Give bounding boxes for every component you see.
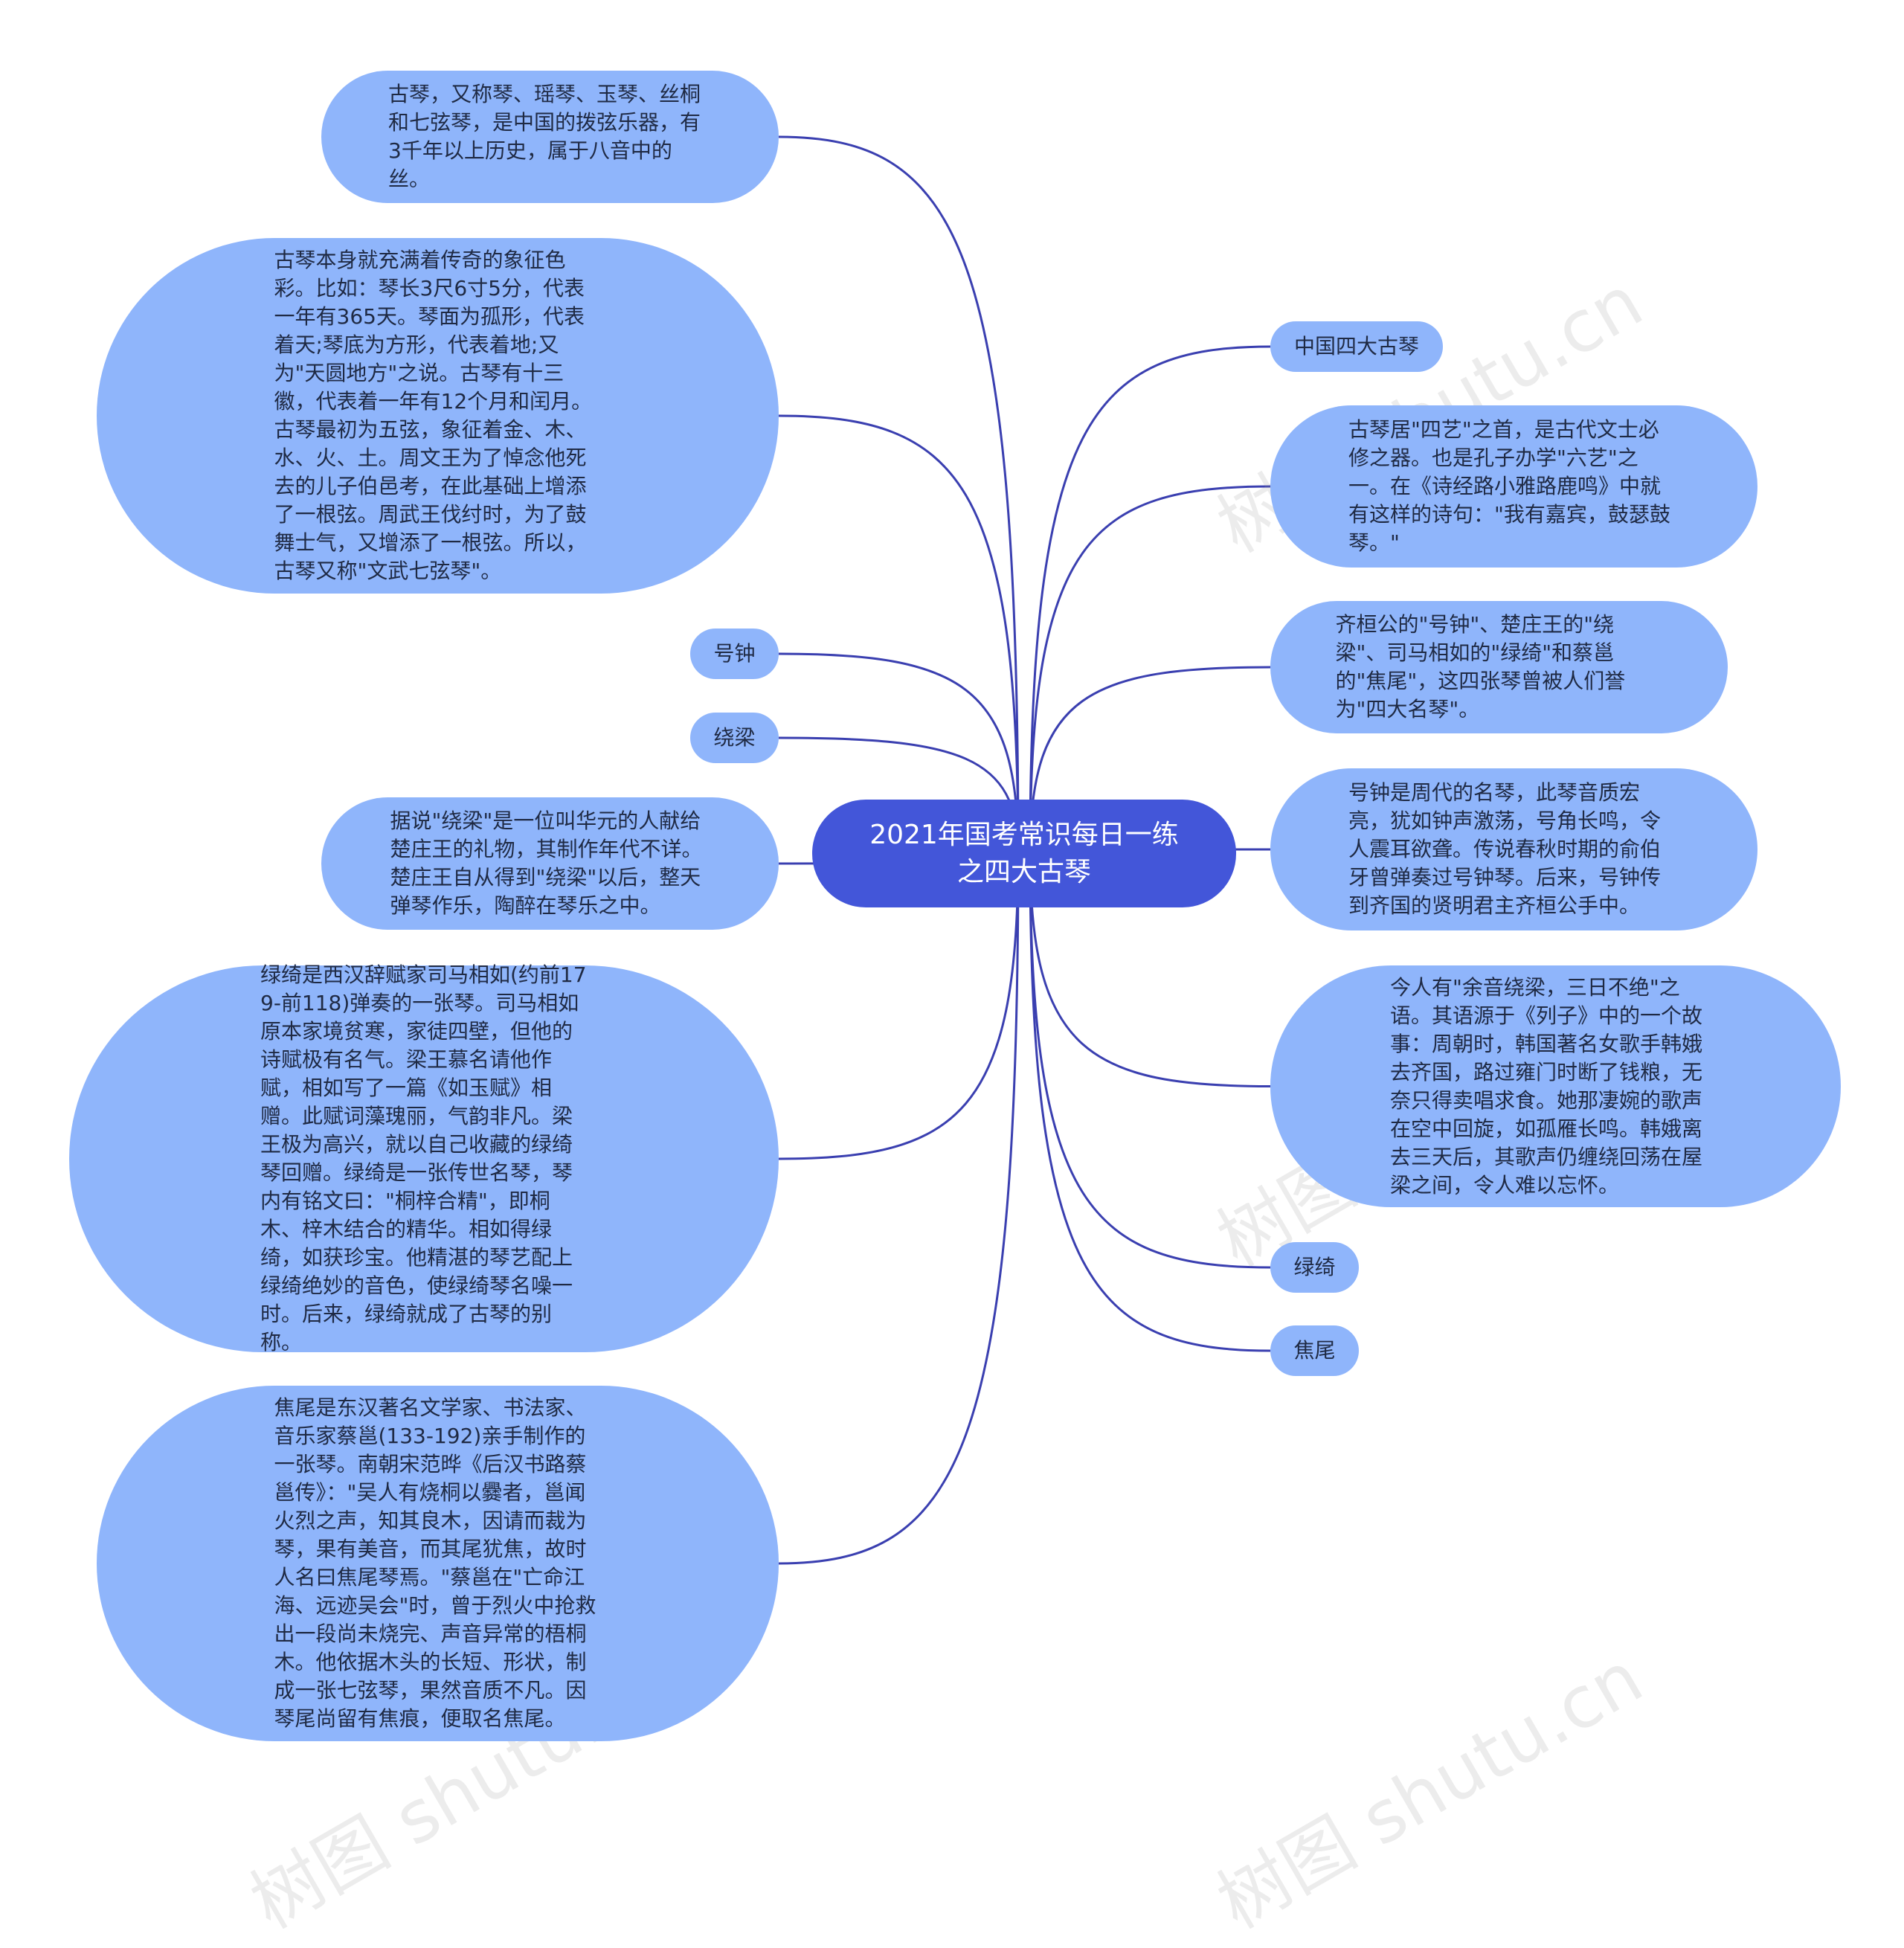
root-topic-label: 2021年国考常识每日一练之四大古琴	[869, 819, 1179, 887]
connector-line	[1029, 666, 1271, 854]
connector-line	[778, 853, 1020, 1565]
connector-line	[778, 414, 1020, 854]
topic-node-lvqi[interactable]: 绿绮	[1270, 1242, 1359, 1293]
topic-text: 焦尾	[1293, 1338, 1336, 1363]
topic-node[interactable]: 号钟是周代的名琴，此琴音质宏亮，犹如钟声激荡，号角长鸣，令人震耳欲聋。传说春秋时…	[1270, 768, 1757, 930]
topic-text: 焦尾是东汉著名文学家、书法家、音乐家蔡邕(133-192)亲手制作的一张琴。南朝…	[274, 1395, 596, 1731]
connector-line	[1029, 853, 1271, 1087]
topic-text: 中国四大古琴	[1293, 334, 1419, 359]
connector-line	[1029, 345, 1271, 854]
topic-node[interactable]: 今人有"余音绕梁，三日不绝"之语。其语源于《列子》中的一个故事：周朝时，韩国著名…	[1270, 965, 1841, 1207]
connector-line	[778, 853, 1020, 1160]
topic-node[interactable]: 焦尾是东汉著名文学家、书法家、音乐家蔡邕(133-192)亲手制作的一张琴。南朝…	[97, 1386, 779, 1741]
topic-node-haozhong[interactable]: 号钟	[690, 629, 779, 679]
connector-line	[1029, 485, 1271, 854]
topic-text: 绿绮是西汉辞赋家司马相如(约前179-前118)弹奏的一张琴。司马相如原本家境贫…	[260, 962, 587, 1354]
topic-text: 绕梁	[713, 725, 756, 750]
topic-text: 号钟是周代的名琴，此琴音质宏亮，犹如钟声激荡，号角长鸣，令人震耳欲聋。传说春秋时…	[1348, 780, 1662, 918]
topic-node-raoliang[interactable]: 绕梁	[690, 713, 779, 763]
topic-text: 绿绮	[1293, 1255, 1336, 1279]
topic-node[interactable]: 齐桓公的"号钟"、楚庄王的"绕梁"、司马相如的"绿绮"和蔡邕的"焦尾"，这四张琴…	[1270, 601, 1728, 733]
root-topic[interactable]: 2021年国考常识每日一练之四大古琴	[812, 800, 1236, 907]
topic-text: 齐桓公的"号钟"、楚庄王的"绕梁"、司马相如的"绿绮"和蔡邕的"焦尾"，这四张琴…	[1335, 612, 1626, 721]
topic-text: 古琴本身就充满着传奇的象征色彩。比如：琴长3尺6寸5分，代表一年有365天。琴面…	[274, 248, 593, 583]
topic-node-jiaowei[interactable]: 焦尾	[1270, 1325, 1359, 1376]
topic-node-main-title[interactable]: 中国四大古琴	[1270, 321, 1443, 372]
connector-line	[1029, 853, 1271, 1269]
topic-node[interactable]: 绿绮是西汉辞赋家司马相如(约前179-前118)弹奏的一张琴。司马相如原本家境贫…	[69, 962, 779, 1354]
connector-line	[778, 135, 1020, 854]
topic-node[interactable]: 据说"绕梁"是一位叫华元的人献给楚庄王的礼物，其制作年代不详。楚庄王自从得到"绕…	[321, 797, 779, 930]
topic-text: 据说"绕梁"是一位叫华元的人献给楚庄王的礼物，其制作年代不详。楚庄王自从得到"绕…	[390, 809, 703, 918]
topic-node[interactable]: 古琴居"四艺"之首，是古代文士必修之器。也是孔子办学"六艺"之一。在《诗经路小雅…	[1270, 405, 1757, 568]
topic-text: 今人有"余音绕梁，三日不绝"之语。其语源于《列子》中的一个故事：周朝时，韩国著名…	[1390, 974, 1703, 1198]
topic-text: 号钟	[713, 641, 756, 666]
topic-node[interactable]: 古琴，又称琴、瑶琴、玉琴、丝桐和七弦琴，是中国的拨弦乐器，有3千年以上历史，属于…	[321, 71, 779, 203]
topic-text: 古琴，又称琴、瑶琴、玉琴、丝桐和七弦琴，是中国的拨弦乐器，有3千年以上历史，属于…	[388, 82, 701, 191]
topic-text: 古琴居"四艺"之首，是古代文士必修之器。也是孔子办学"六艺"之一。在《诗经路小雅…	[1348, 417, 1670, 555]
connector-line	[778, 652, 1020, 854]
connector-line	[1029, 853, 1271, 1352]
topic-node[interactable]: 古琴本身就充满着传奇的象征色彩。比如：琴长3尺6寸5分，代表一年有365天。琴面…	[97, 238, 779, 594]
